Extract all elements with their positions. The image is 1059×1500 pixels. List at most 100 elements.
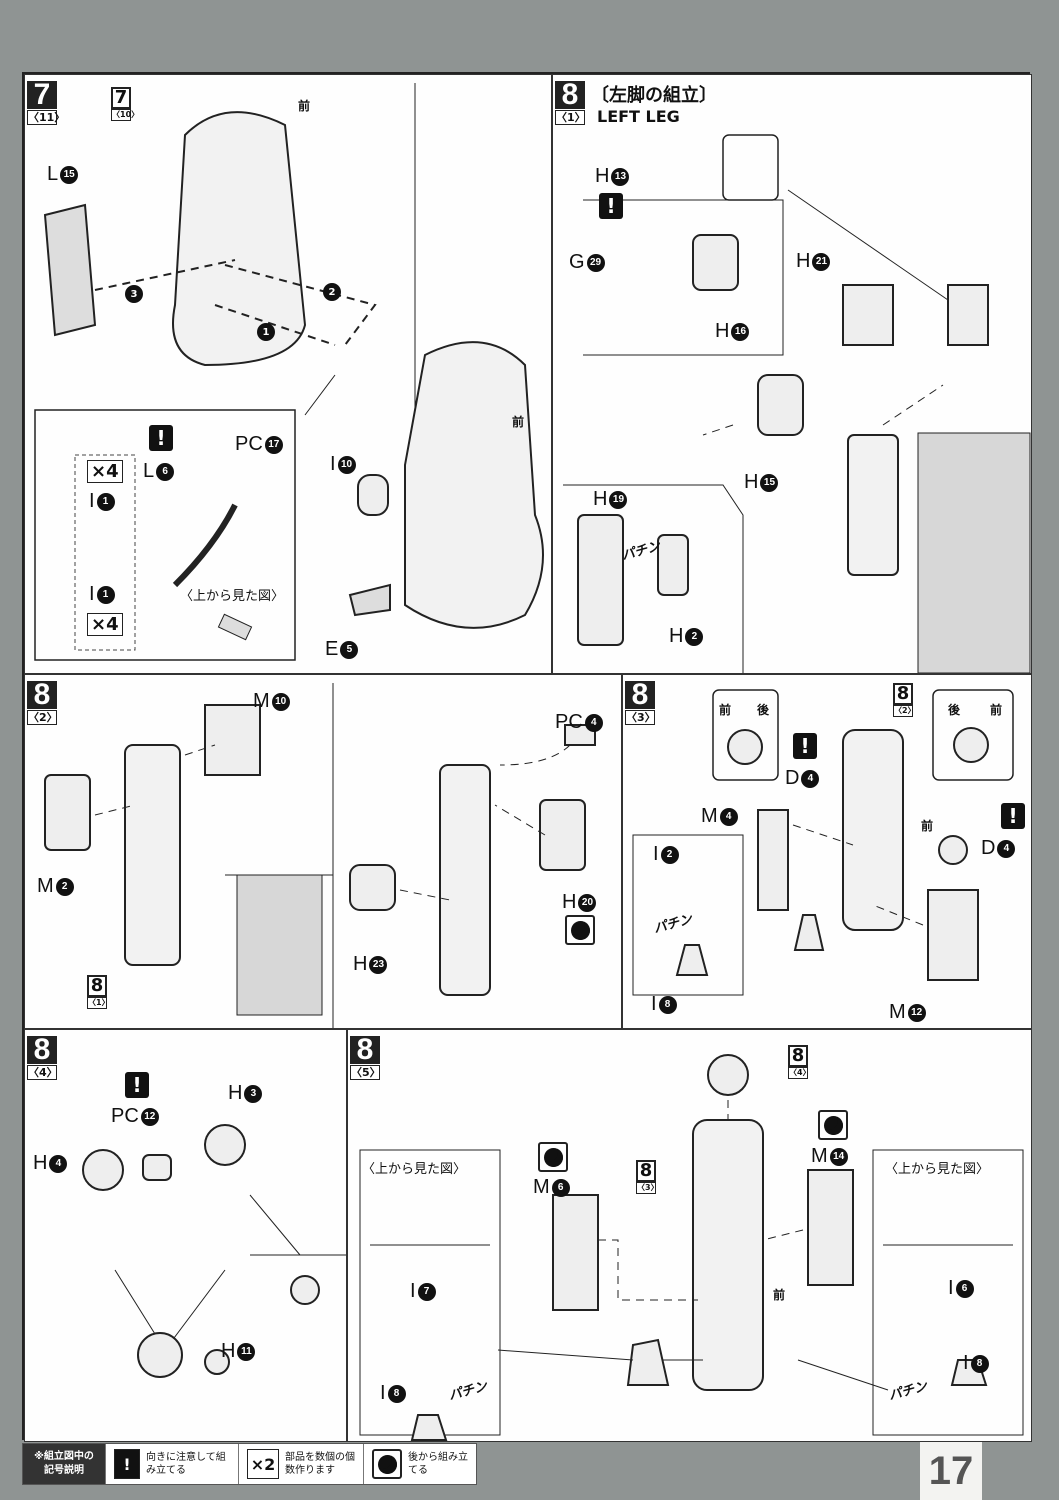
step-8-2-illustration [44,683,596,1028]
reference-step: 8〈3〉 [636,1160,659,1194]
step-8-4-illustration [82,1124,346,1378]
snap-label: パチン [887,1379,929,1404]
quantity-badge: ×4 [87,613,123,636]
order-3: 3 [125,285,143,303]
step-number: 7 [27,80,57,110]
substep-label: 〈2〉 [27,710,58,725]
warning-icon: ! [1001,803,1025,829]
legend-multiple: ×2 部品を数個の個数作ります [238,1444,363,1484]
reference-step: 8〈4〉 [788,1045,811,1079]
step-number: 8 [27,1035,57,1065]
step-8-5-illustration [359,1054,1024,1441]
snap-label: パチン [447,1379,489,1404]
step-number: 8 [555,80,585,110]
assemble-later-icon [818,1110,848,1140]
dial-front: 前 [719,703,732,717]
legend-assemble-later: 後から組み立てる [363,1444,476,1484]
reference-step: 7〈10〉 [111,87,140,121]
substep-label: 〈4〉 [27,1065,58,1080]
warning-icon: ! [599,193,623,219]
warning-icon: ! [149,425,173,451]
dial-back: 後 [757,703,770,717]
quantity-badge: ×4 [87,460,123,483]
snap-label: パチン [652,912,694,937]
warning-icon: ! [125,1072,149,1098]
assemble-later-icon [372,1449,402,1479]
step-number: 8 [350,1035,380,1065]
reference-step: 8〈1〉 [87,975,110,1009]
legend-multiple-text: 部品を数個の個数作ります [285,1452,355,1476]
step-title-en: LEFT LEG [597,107,680,126]
page-number: 17 [920,1442,982,1500]
top-view-label: 〈上から見た図〉 [362,1162,467,1177]
top-view-label: 〈上から見た図〉 [180,589,285,604]
legend-warning-text: 向きに注意して組み立てる [146,1452,226,1476]
order-2: 2 [323,283,341,301]
substep-label: 〈11〉 [27,110,66,125]
step-8-3-illustration [632,689,1014,996]
warning-icon: ! [793,733,817,759]
step-number: 8 [27,680,57,710]
assemble-later-icon [565,915,595,945]
top-view-label: 〈上から見た図〉 [885,1162,990,1177]
assemble-later-icon [538,1142,568,1172]
dial-front: 前 [990,703,1003,717]
legend-heading: ※組立図中の記号説明 [23,1444,105,1484]
legend-assemble-later-text: 後から組み立てる [408,1452,468,1476]
step-title-jp: 〔左脚の組立〕 [591,85,717,106]
substep-label: 〈5〉 [350,1065,381,1080]
warning-icon: ! [114,1449,140,1479]
order-1: 1 [257,323,275,341]
reference-step: 8〈2〉 [893,683,916,717]
substep-label: 〈1〉 [555,110,586,125]
legend-warning: ! 向きに注意して組み立てる [105,1444,238,1484]
step-number: 8 [625,680,655,710]
snap-label: パチン [620,539,662,564]
front-indicator: 前 [298,99,311,113]
front-indicator: 前 [512,415,525,429]
substep-label: 〈3〉 [625,710,656,725]
front-indicator: 前 [921,819,934,833]
quantity-icon: ×2 [247,1449,279,1479]
dial-back: 後 [948,703,961,717]
symbol-legend: ※組立図中の記号説明 ! 向きに注意して組み立てる ×2 部品を数個の個数作りま… [22,1443,477,1485]
